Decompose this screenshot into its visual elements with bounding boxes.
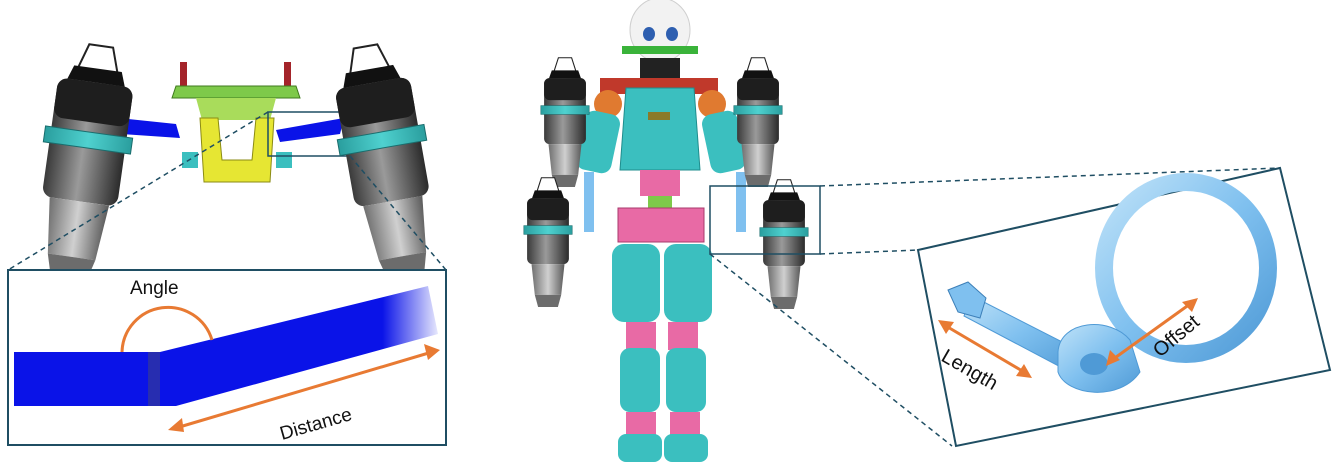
arm-segment-straight (14, 352, 160, 406)
mount-assembly (23, 37, 451, 287)
length-arrow (938, 320, 1032, 378)
angle-arc (120, 305, 214, 353)
jet-engine-icon (759, 179, 809, 310)
arm-segment-angled (160, 286, 438, 406)
jet-engine-icon (523, 177, 573, 308)
angle-distance-inset: Angle Distance (7, 269, 447, 446)
distance-arrow (168, 344, 440, 432)
offset-arrow (1106, 298, 1198, 366)
angle-label: Angle (130, 278, 179, 299)
arm-link-part-icon (947, 173, 1277, 393)
robot-icon (523, 0, 809, 462)
wrist-highlight-box (709, 185, 821, 255)
length-offset-inset: Length Offset (916, 166, 1332, 448)
mount-bracket-icon (171, 62, 301, 183)
jet-engine-icon (321, 37, 451, 287)
